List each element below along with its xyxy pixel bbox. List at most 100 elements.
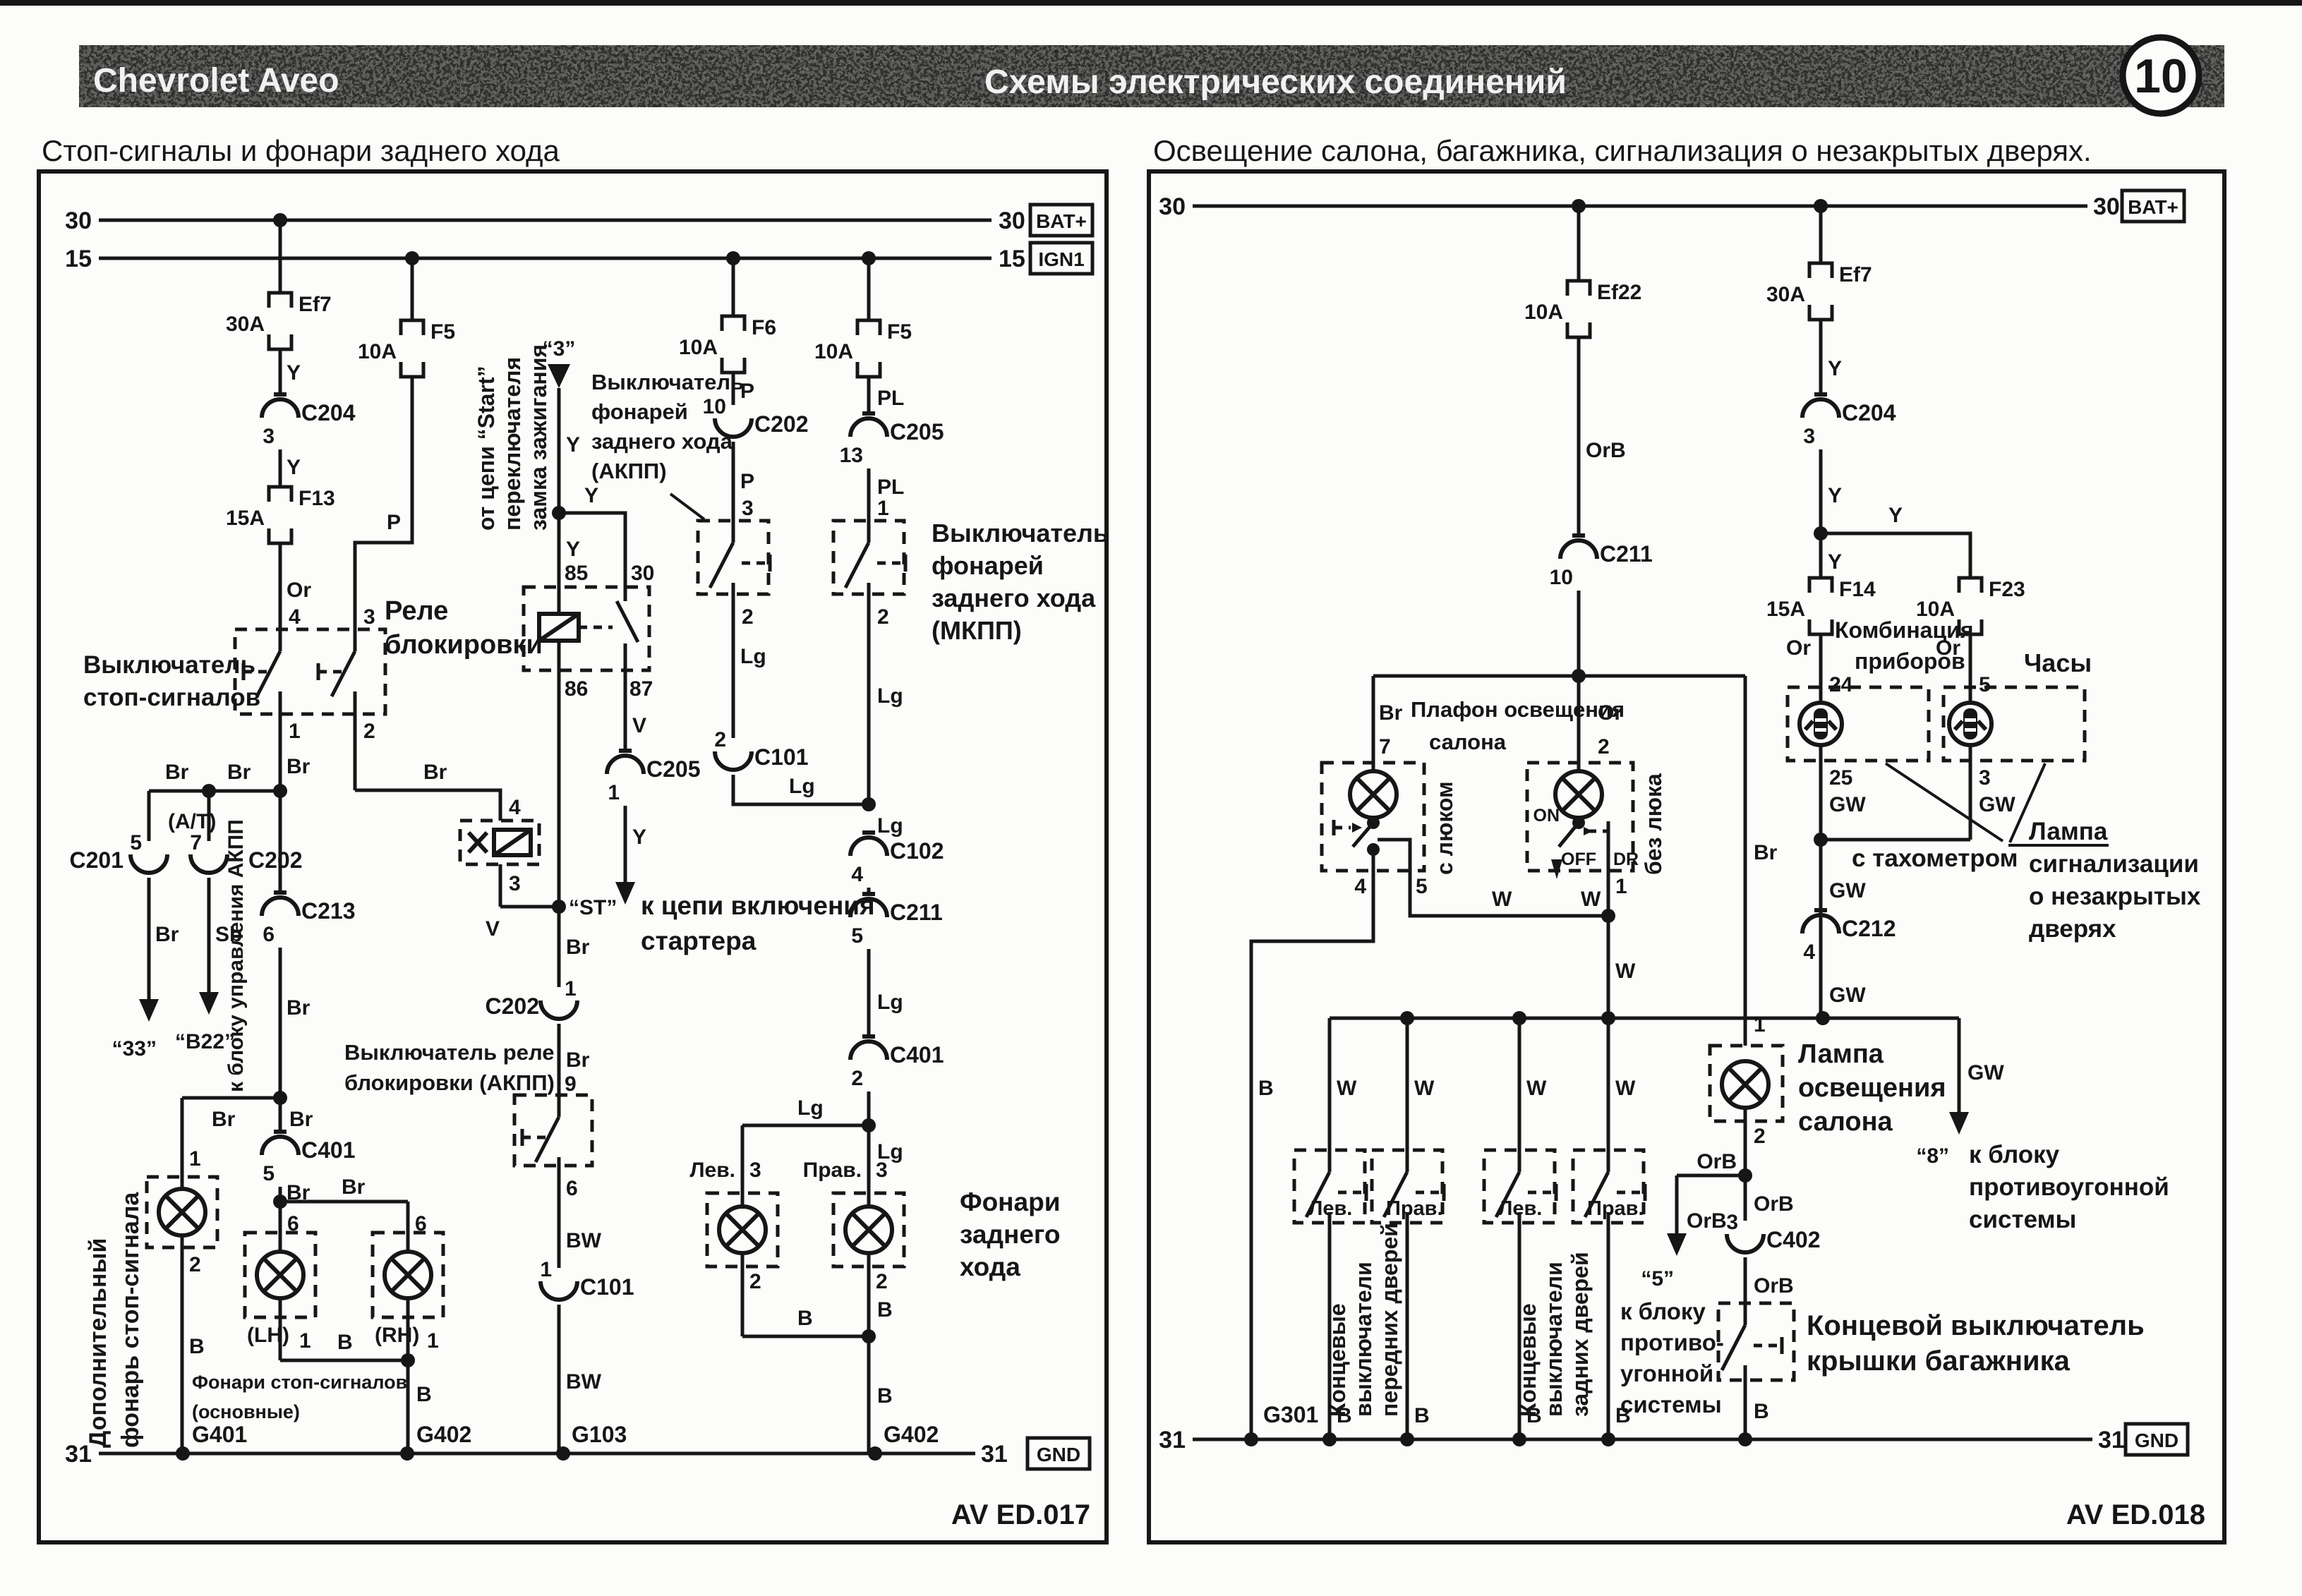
trunk-lid-switch-box [1716,1301,1796,1382]
diagram-label: 3 [1803,425,1815,448]
gnd-tag: GND [2135,1429,2179,1451]
wire [1382,1171,1409,1219]
diagram-label: Lg [797,1096,824,1120]
diagram-label: 7 [1379,735,1391,758]
diagram-label: V [486,917,500,941]
diagram-label: (LH) [247,1324,289,1347]
symbol-stroke [1976,719,1988,732]
diagram-label: 31 [1159,1427,1186,1453]
diagram-label: Br [342,1175,366,1199]
symbol-stroke [1826,719,1838,732]
diagram-label: C212 [1842,916,1896,941]
wire [1720,1324,1747,1372]
diagram-label: C213 [301,898,356,924]
diagram-label: Or [1598,701,1622,725]
symbol-stroke [1727,1066,1764,1103]
diagram-label: B [877,1384,893,1408]
diagram-label: 5 [851,924,863,948]
diagram-label: 1 [1615,875,1627,898]
from-circuit-3 [548,364,570,388]
bat-tag-box [2120,188,2186,224]
connector-c401-2 [848,1039,889,1060]
diagram-label: C202 [486,993,540,1019]
component-label: переключателя [500,357,525,531]
diagram-label: Br [165,761,189,784]
junction-dot [862,1329,876,1343]
diagram-label: B [1258,1077,1274,1100]
shape [1949,1112,1969,1135]
diagram-label: Lg [877,991,903,1014]
connector-c212 [1800,913,1841,934]
diagram-label: B [337,1331,353,1354]
ground-label: G103 [572,1422,627,1447]
component-label: к блоку управления АКПП [224,819,248,1092]
diagram-label: 30 [631,562,654,585]
wire [708,541,735,589]
diagram-label: 3 [263,425,275,448]
component-label: о незакрытых [2029,883,2201,910]
diagram-label: 3 [363,605,375,629]
component-label: освещения [1798,1073,1946,1103]
diagram-label: 2 [363,720,375,743]
diagram-label: Y [566,538,580,561]
diagram-label: Lg [877,684,903,708]
diagram-label: Or [1936,636,1960,660]
ground-label: G402 [416,1422,471,1447]
diagram-label: Br [289,1108,313,1131]
diagram-label: 6 [566,1177,578,1200]
component-label: Фонари стоп-сигналов [192,1372,407,1393]
connector-c101-1 [538,1281,579,1302]
shape [1965,728,1976,732]
stop-lamp-rh [382,1250,433,1300]
component-label: фонарь стоп-сигнала [117,1192,144,1448]
diagram-label: F5 [430,320,455,344]
component-label: выключатели [1541,1262,1567,1417]
diagram-label: PL [877,387,904,410]
wire [1378,838,1412,871]
stop-lamp-switch-box [233,627,387,716]
diagram-label: 6 [263,923,275,946]
diagram-label: F23 [1989,578,2025,601]
diagram-label: B [189,1335,205,1358]
wire [1821,531,1972,578]
diagram-label: GW [1829,793,1866,816]
connector-c204 [260,397,301,418]
header-bar: Chevrolet Aveo Схемы электрических соеди… [79,45,2224,107]
diagram-label: GW [1967,1061,2004,1084]
diagram-label: 31 [2098,1427,2125,1453]
door-ajar-lamp-cluster [1797,701,1844,747]
diagram-label: OrB [1687,1209,1727,1233]
circuit-ref: “8” [1916,1144,1949,1168]
diagram-label: 31 [981,1441,1008,1468]
junction-dot [1601,909,1615,923]
symbol-stroke [538,612,580,643]
component-label: задних дверей [1567,1252,1593,1417]
diagram-label: 1 [565,977,577,1000]
component-label: Дополнительный [85,1238,112,1448]
diagram-label: Лев. [689,1159,735,1182]
diagram-label: 10A [679,336,718,359]
circuit-ref: “33” [112,1037,157,1060]
wire [1249,871,1375,1439]
diagram-label: Lg [789,775,815,798]
fuse-ef22-bottom [1565,322,1592,339]
fuse-f13-bottom [267,528,294,545]
component-label: (АКПП) [591,459,667,483]
diagram-label: B [877,1298,893,1322]
diagram-label: F13 [299,487,335,510]
diagram-label: W [1337,1077,1357,1100]
fuse-f13-top [267,485,294,502]
connector-c102 [848,835,889,857]
diagram-label: 5 [263,1162,275,1185]
component-label: приборов [1855,648,1965,674]
left-caption: Стоп-сигналы и фонари заднего хода [42,134,560,167]
diagram-label: 6 [415,1212,427,1235]
diagram-label: 86 [565,677,588,701]
ground-label: G402 [884,1422,939,1447]
shape [1584,827,1593,835]
diagram-label: 30 [1159,193,1186,220]
connector-c202-10 [713,418,754,439]
shift-lock-switch-box [512,1093,594,1168]
diagram-label: 4 [289,605,301,629]
